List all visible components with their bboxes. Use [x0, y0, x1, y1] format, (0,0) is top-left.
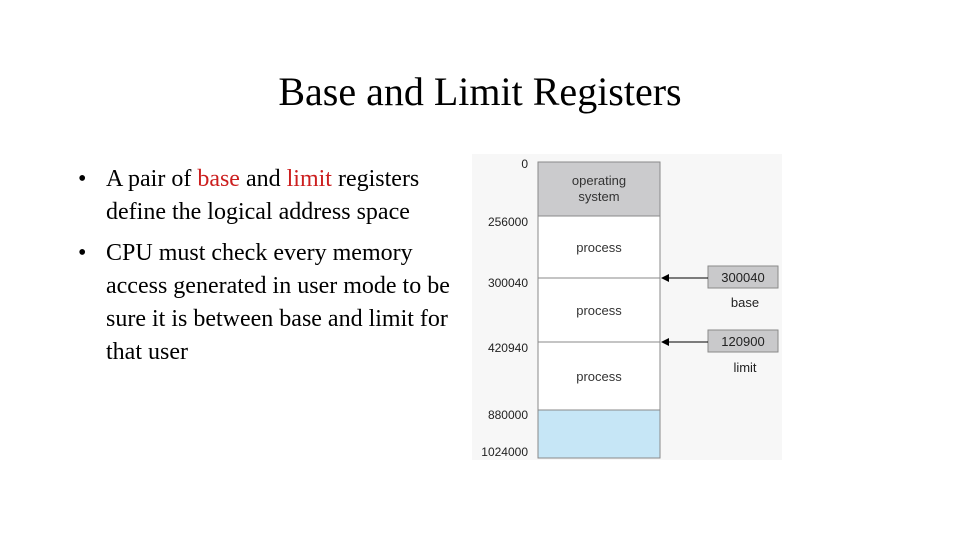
bullet-item-1: • A pair of base and limit registers def… — [78, 163, 478, 229]
limit-register-label: limit — [733, 360, 756, 375]
bullet-1-prefix: A pair of — [106, 166, 198, 192]
limit-register-box — [707, 329, 779, 353]
address-label-880000: 880000 — [488, 408, 528, 422]
region-label-os-line1: operating — [572, 173, 626, 188]
address-label-300040: 300040 — [488, 276, 528, 290]
region-operating-system — [537, 161, 661, 217]
region-label-os-line2: system — [578, 189, 619, 204]
address-label-1024000: 1024000 — [481, 445, 528, 459]
region-label-process-1: process — [576, 240, 622, 255]
region-free — [537, 409, 661, 459]
memory-layout-diagram: operating system process process process… — [466, 150, 786, 470]
bullet-dot-icon: • — [78, 240, 87, 266]
base-register-box — [707, 265, 779, 289]
bullet-list: • A pair of base and limit registers def… — [78, 163, 478, 377]
bullet-item-2: • CPU must check every memory access gen… — [78, 237, 478, 369]
region-label-process-3: process — [576, 369, 622, 384]
bullet-1-rest: registers define the logical address spa… — [106, 166, 420, 225]
limit-register-value: 120900 — [721, 334, 764, 349]
bullet-1-limit-term: limit — [286, 166, 332, 192]
region-label-process-2: process — [576, 303, 622, 318]
address-label-256000: 256000 — [488, 215, 528, 229]
slide-title: Base and Limit Registers — [278, 69, 682, 114]
memory-diagram-svg: operating system process process process… — [472, 154, 782, 460]
bullet-2-text: CPU must check every memory access gener… — [106, 240, 450, 365]
address-label-420940: 420940 — [488, 341, 528, 355]
bullet-1-middle: and — [239, 166, 287, 192]
bullet-dot-icon: • — [78, 166, 87, 192]
base-register-value: 300040 — [721, 270, 764, 285]
address-label-0: 0 — [521, 157, 528, 171]
bullet-1-base-term: base — [197, 166, 240, 192]
base-register-label: base — [731, 295, 759, 310]
